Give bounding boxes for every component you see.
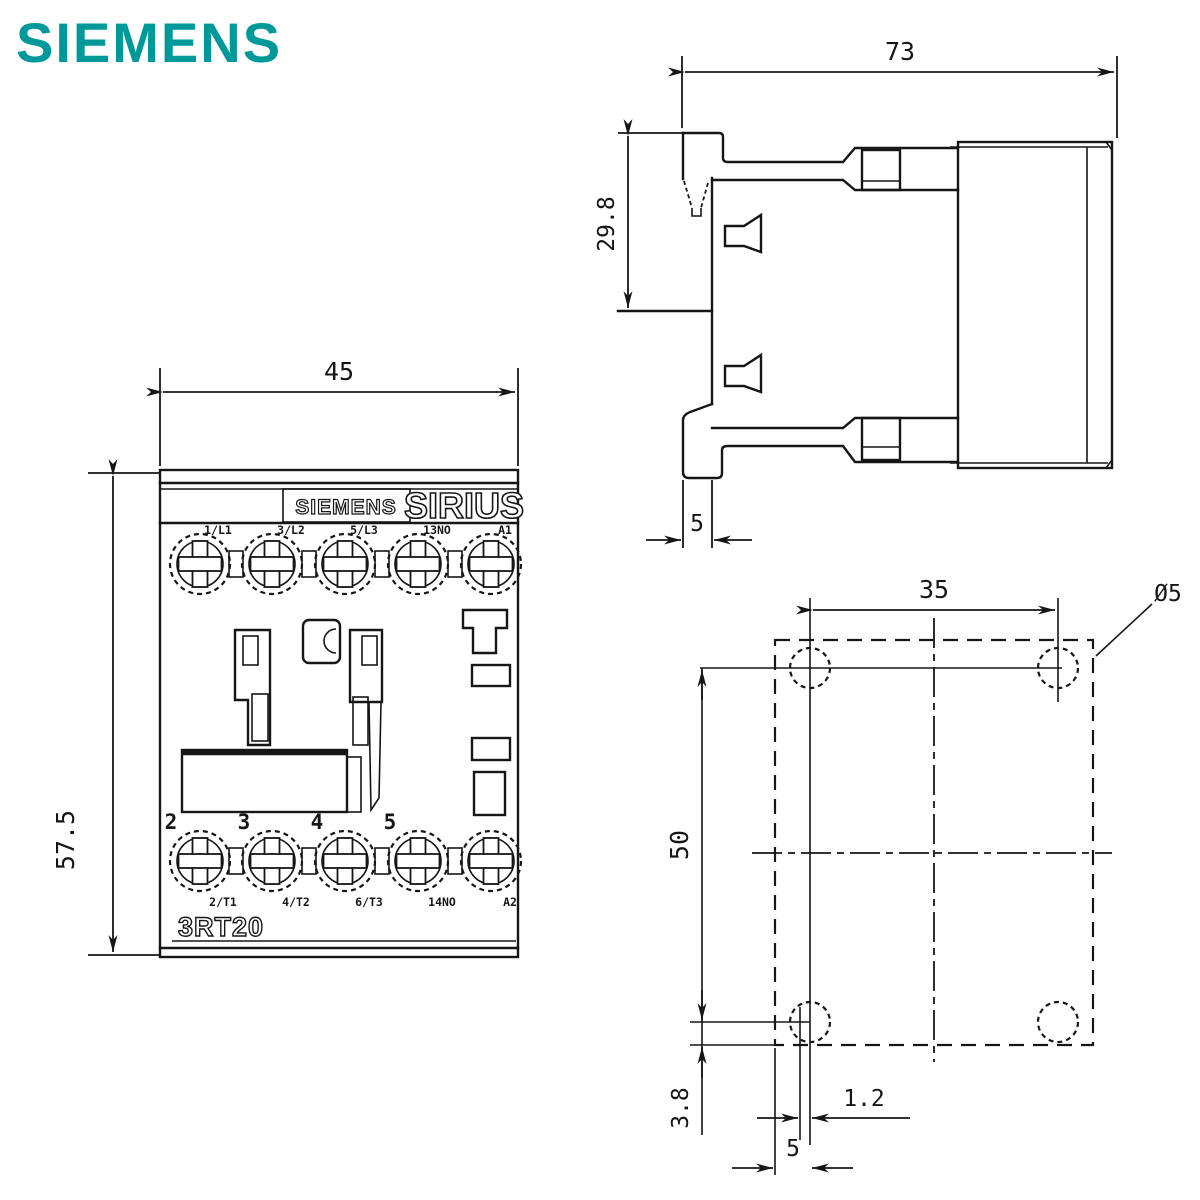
svg-text:A2: A2 <box>503 895 517 909</box>
siemens-logo: SIEMENS <box>16 11 282 74</box>
bottom-terminal-labels: 2/T1 4/T2 6/T3 14NO A2 <box>209 895 517 909</box>
svg-text:6/T3: 6/T3 <box>355 895 383 909</box>
svg-text:A1: A1 <box>498 523 512 537</box>
hole-spacing-h-dimension: 35 <box>919 575 949 604</box>
brand-plate-frame <box>282 488 411 523</box>
side-view: 73 29.8 5 <box>594 37 1118 548</box>
svg-text:4: 4 <box>311 810 324 834</box>
top-terminal-screws <box>168 532 523 596</box>
pole-numbers: 2 3 4 5 <box>165 810 397 834</box>
bottom-terminal-screws <box>168 829 523 893</box>
drilling-plan: 35 Ø5 50 3.8 1.2 5 <box>665 575 1182 1175</box>
svg-text:5: 5 <box>384 810 397 834</box>
svg-text:4/T2: 4/T2 <box>282 895 310 909</box>
clip-depth-dimension: 5 <box>690 511 704 537</box>
svg-text:13NO: 13NO <box>423 523 451 537</box>
front-view: 45 57.5 SIEMENS SIRIUS 1/L1 3/L2 <box>51 357 525 959</box>
series-plate-text: SIRIUS <box>404 485 524 526</box>
svg-text:3: 3 <box>238 810 251 834</box>
front-mechanism-details <box>180 608 512 817</box>
model-number-text: 3RT20 <box>178 912 264 942</box>
side-offset-dimension: 5 <box>786 1136 800 1162</box>
rail-height-dimension: 29.8 <box>594 196 620 251</box>
side-depth-dimension: 73 <box>885 37 915 66</box>
svg-text:2: 2 <box>165 810 178 834</box>
top-terminal-labels: 1/L1 3/L2 5/L3 13NO A1 <box>204 523 512 537</box>
svg-text:2/T1: 2/T1 <box>209 895 237 909</box>
mounting-holes <box>788 646 1080 1044</box>
slot-dimension: 1.2 <box>843 1086 885 1112</box>
brand-plate-text: SIEMENS <box>295 496 397 519</box>
hole-spacing-v-dimension: 50 <box>665 830 694 860</box>
front-height-dimension: 57.5 <box>51 810 80 870</box>
svg-text:3/L2: 3/L2 <box>277 523 305 537</box>
bottom-offset-dimension: 3.8 <box>668 1087 694 1129</box>
svg-text:5/L3: 5/L3 <box>350 523 378 537</box>
svg-text:14NO: 14NO <box>428 895 456 909</box>
front-width-dimension: 45 <box>324 357 354 386</box>
svg-text:1/L1: 1/L1 <box>204 523 232 537</box>
hole-diameter-label: Ø5 <box>1154 581 1182 607</box>
